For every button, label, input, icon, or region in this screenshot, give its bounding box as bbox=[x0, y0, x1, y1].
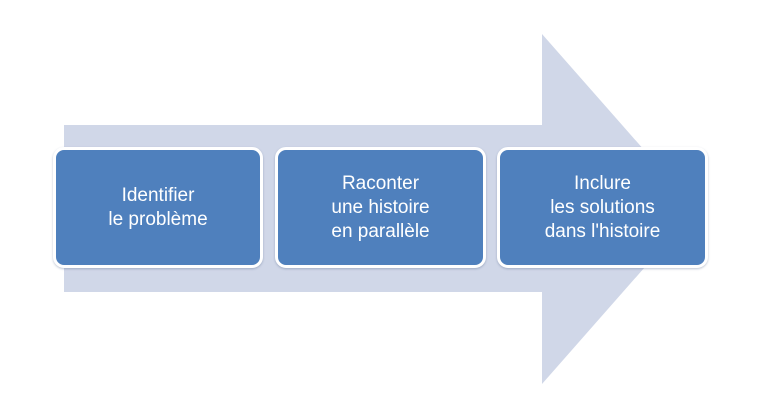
step-label: Raconter une histoire en parallèle bbox=[331, 172, 430, 242]
step-label: Inclure les solutions dans l'histoire bbox=[544, 172, 661, 242]
step-label: Identifier le problème bbox=[108, 184, 208, 230]
step-include-solutions: Inclure les solutions dans l'histoire bbox=[497, 147, 708, 268]
step-identify-problem: Identifier le problème bbox=[53, 147, 263, 268]
step-tell-parallel-story: Raconter une histoire en parallèle bbox=[275, 147, 486, 268]
